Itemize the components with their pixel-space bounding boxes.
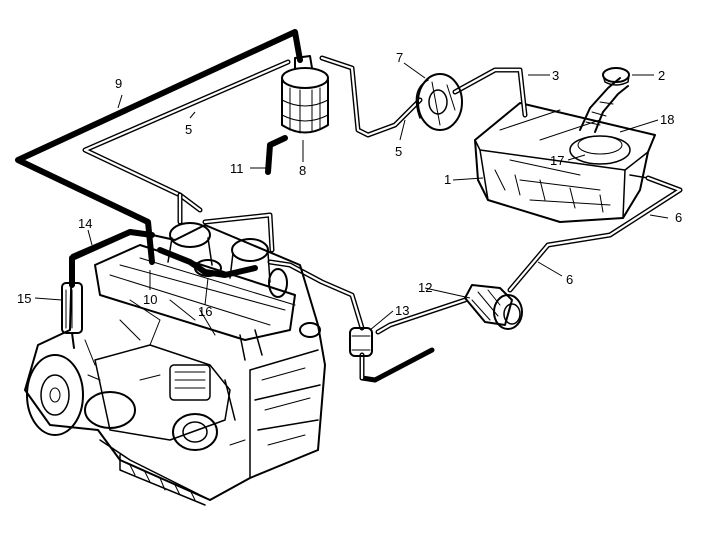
- label-14: 14: [78, 216, 92, 231]
- label-3: 3: [552, 68, 559, 83]
- fuel-filter: [61, 282, 83, 349]
- label-5-left: 5: [185, 122, 192, 137]
- label-12: 12: [418, 280, 432, 295]
- label-9: 9: [115, 76, 122, 91]
- label-10: 10: [143, 292, 157, 307]
- inline-filter: [349, 327, 373, 357]
- label-17: 17: [550, 153, 564, 168]
- label-2: 2: [658, 68, 665, 83]
- fuel-pipes: [82, 55, 683, 383]
- charcoal-canister: [281, 55, 329, 134]
- label-6-right: 6: [675, 210, 682, 225]
- label-8: 8: [299, 163, 306, 178]
- label-7: 7: [396, 50, 403, 65]
- label-6-mid: 6: [566, 272, 573, 287]
- label-1: 1: [444, 172, 451, 187]
- label-18: 18: [660, 112, 674, 127]
- leader-lines: [34, 62, 669, 331]
- fuel-tank: [474, 67, 656, 223]
- label-5-right: 5: [395, 144, 402, 159]
- label-11: 11: [230, 161, 244, 176]
- callout-labels: 9 5 7 5 3 2 18 17 1 6 6 12 13 11 8 14 15…: [17, 50, 682, 319]
- vapour-separator: [415, 73, 463, 131]
- label-13: 13: [395, 303, 409, 318]
- label-16: 16: [198, 304, 212, 319]
- label-15: 15: [17, 291, 31, 306]
- engine-block: [24, 222, 326, 506]
- fuel-pump: [464, 284, 523, 330]
